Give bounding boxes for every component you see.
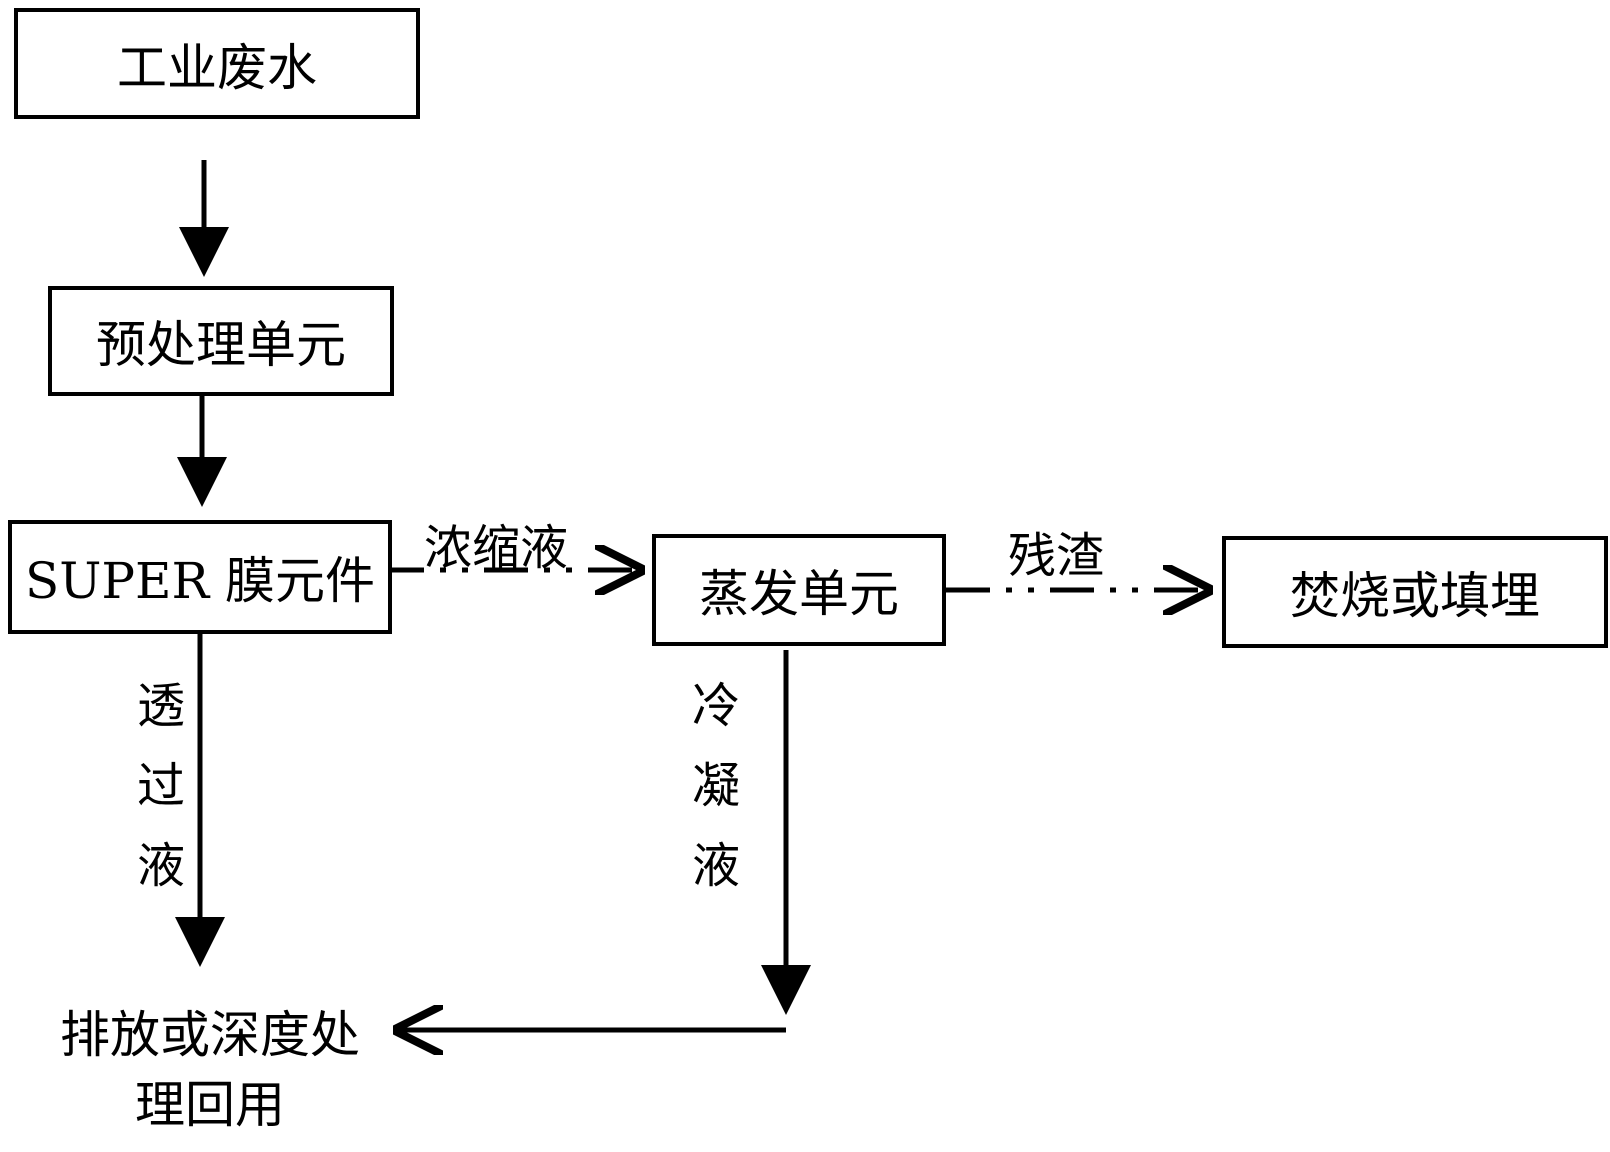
node-wastewater-label: 工业废水 — [117, 38, 317, 97]
node-discharge-line2: 理回用 — [135, 1076, 285, 1134]
condensate-char-2: 凝 — [691, 758, 740, 814]
node-wastewater: 工业废水 — [14, 8, 420, 119]
condensate-char-1: 冷 — [691, 678, 740, 734]
permeate-char-1: 透 — [136, 678, 185, 734]
edge-label-permeate: 透 过 液 — [133, 666, 189, 906]
node-membrane: SUPER 膜元件 — [8, 520, 392, 634]
edge-label-concentrate: 浓缩液 — [424, 520, 569, 576]
node-evaporation-label: 蒸发单元 — [699, 565, 899, 623]
permeate-char-2: 过 — [136, 758, 185, 814]
edge-label-residue: 残渣 — [1008, 528, 1105, 584]
node-incineration: 焚烧或填埋 — [1222, 536, 1608, 648]
node-discharge-line1: 排放或深度处 — [60, 1006, 360, 1064]
node-discharge: 排放或深度处 理回用 — [30, 1000, 390, 1140]
condensate-char-3: 液 — [691, 838, 740, 894]
edge-label-condensate: 冷 凝 液 — [688, 666, 744, 906]
node-pretreatment: 预处理单元 — [48, 286, 394, 396]
permeate-char-3: 液 — [136, 838, 185, 894]
node-membrane-label: SUPER 膜元件 — [24, 552, 376, 610]
node-evaporation: 蒸发单元 — [652, 534, 946, 646]
node-incineration-label: 焚烧或填埋 — [1290, 567, 1540, 625]
node-pretreatment-label: 预处理单元 — [96, 316, 346, 374]
